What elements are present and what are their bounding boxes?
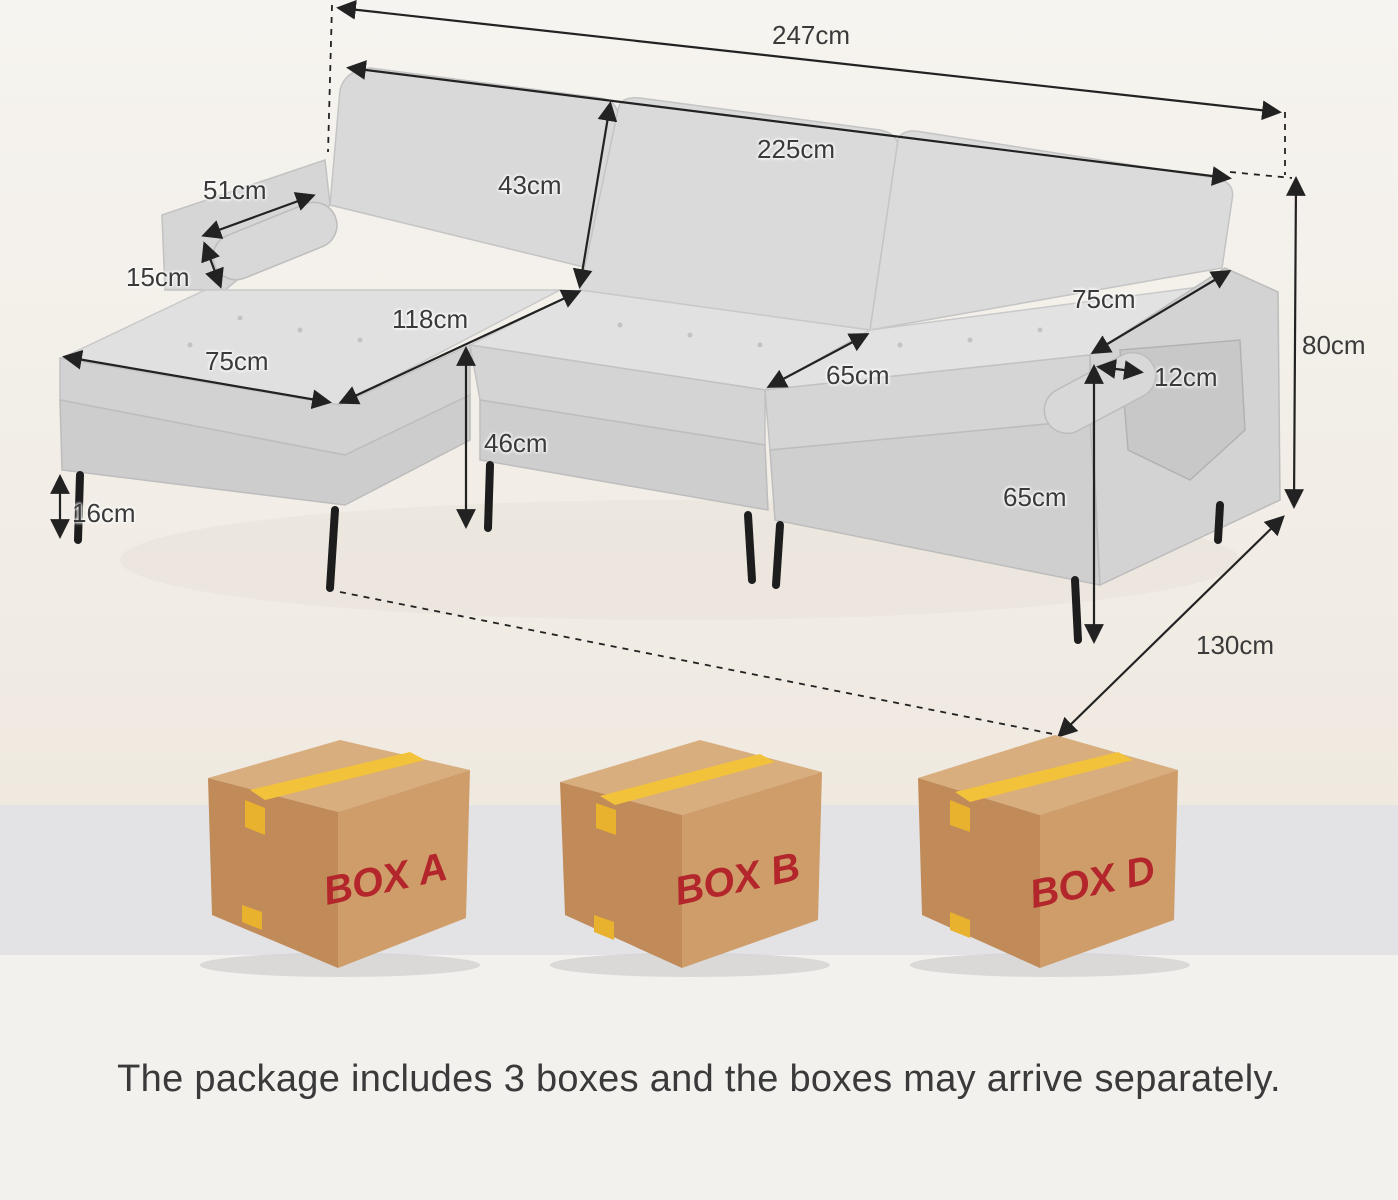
pillow-diameter-label: 15cm bbox=[126, 262, 190, 292]
total-height-label: 80cm bbox=[1302, 330, 1366, 360]
chaise-length-label: 118cm bbox=[392, 304, 469, 334]
arm-width-label: 12cm bbox=[1154, 362, 1218, 392]
box-d bbox=[910, 735, 1190, 977]
leg-height-label: 16cm bbox=[72, 498, 136, 528]
seat-width-label: 65cm bbox=[826, 360, 890, 390]
package-caption: The package includes 3 boxes and the box… bbox=[117, 1058, 1281, 1100]
box-a bbox=[200, 740, 480, 977]
total-length-label: 247cm bbox=[772, 20, 851, 50]
pillow-length-label: 51cm bbox=[203, 175, 267, 205]
tufting bbox=[187, 315, 1043, 363]
total-depth-label: 130cm bbox=[1196, 630, 1275, 660]
dimension-lines bbox=[50, 0, 1306, 738]
middle-base bbox=[479, 399, 769, 511]
seat-height-label: 46cm bbox=[484, 428, 548, 458]
extension-lines bbox=[327, 4, 1293, 736]
arm-height-label: 65cm bbox=[1003, 482, 1067, 512]
back-cushion-middle bbox=[579, 97, 899, 331]
sofa-length-label: 225cm bbox=[757, 134, 836, 164]
chaise-width-label: 75cm bbox=[205, 346, 269, 376]
caption-background bbox=[0, 955, 1398, 1200]
box-b bbox=[550, 740, 830, 977]
seat-depth-label: 75cm bbox=[1072, 284, 1136, 314]
back-height-label: 43cm bbox=[498, 170, 562, 200]
